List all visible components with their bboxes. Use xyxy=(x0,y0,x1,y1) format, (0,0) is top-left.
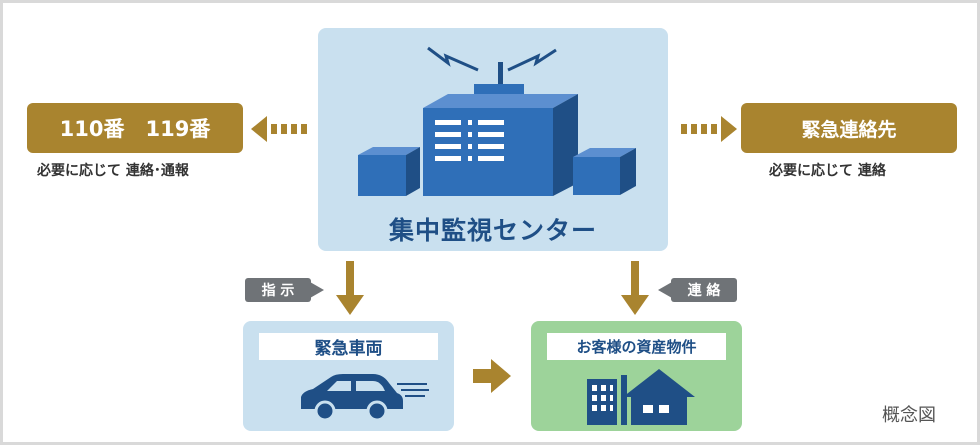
signal-bolt-left-icon xyxy=(427,46,479,72)
down-arrow-left-icon xyxy=(336,261,364,315)
monitoring-center-label: 集中監視センター xyxy=(388,216,597,245)
concept-diagram-label: 概念図 xyxy=(882,405,936,426)
instruction-tag-pointer-icon xyxy=(310,282,324,298)
down-arrow-right-icon xyxy=(621,261,649,315)
emergency-numbers-box: 110番 119番 xyxy=(27,103,243,153)
building-icon xyxy=(358,46,636,196)
dotted-arrow-right-icon xyxy=(681,116,737,142)
emergency-vehicle-box: 緊急車両 xyxy=(243,321,454,431)
contact-tag-pointer-icon xyxy=(658,282,672,298)
dotted-arrow-left-icon xyxy=(251,116,307,142)
emergency-numbers-subtext: 必要に応じて 連絡･通報 xyxy=(37,163,189,179)
instruction-tag-label: 指 示 xyxy=(261,283,295,299)
emergency-contact-label: 緊急連絡先 xyxy=(801,118,897,141)
contact-tag: 連 絡 xyxy=(671,278,737,302)
emergency-contact-subtext: 必要に応じて 連絡 xyxy=(769,163,886,179)
instruction-tag: 指 示 xyxy=(245,278,311,302)
monitoring-center-box: 集中監視センター xyxy=(318,28,668,251)
customer-property-box: お客様の資産物件 xyxy=(531,321,742,431)
emergency-numbers-label: 110番 119番 xyxy=(59,117,211,141)
signal-bolt-right-icon xyxy=(507,48,557,72)
car-icon xyxy=(301,374,429,422)
emergency-vehicle-label: 緊急車両 xyxy=(259,333,438,360)
customer-property-label: お客様の資産物件 xyxy=(547,333,726,360)
property-icon xyxy=(587,369,695,425)
emergency-contact-box: 緊急連絡先 xyxy=(741,103,957,153)
contact-tag-label: 連 絡 xyxy=(687,283,721,299)
right-arrow-icon xyxy=(473,359,511,393)
